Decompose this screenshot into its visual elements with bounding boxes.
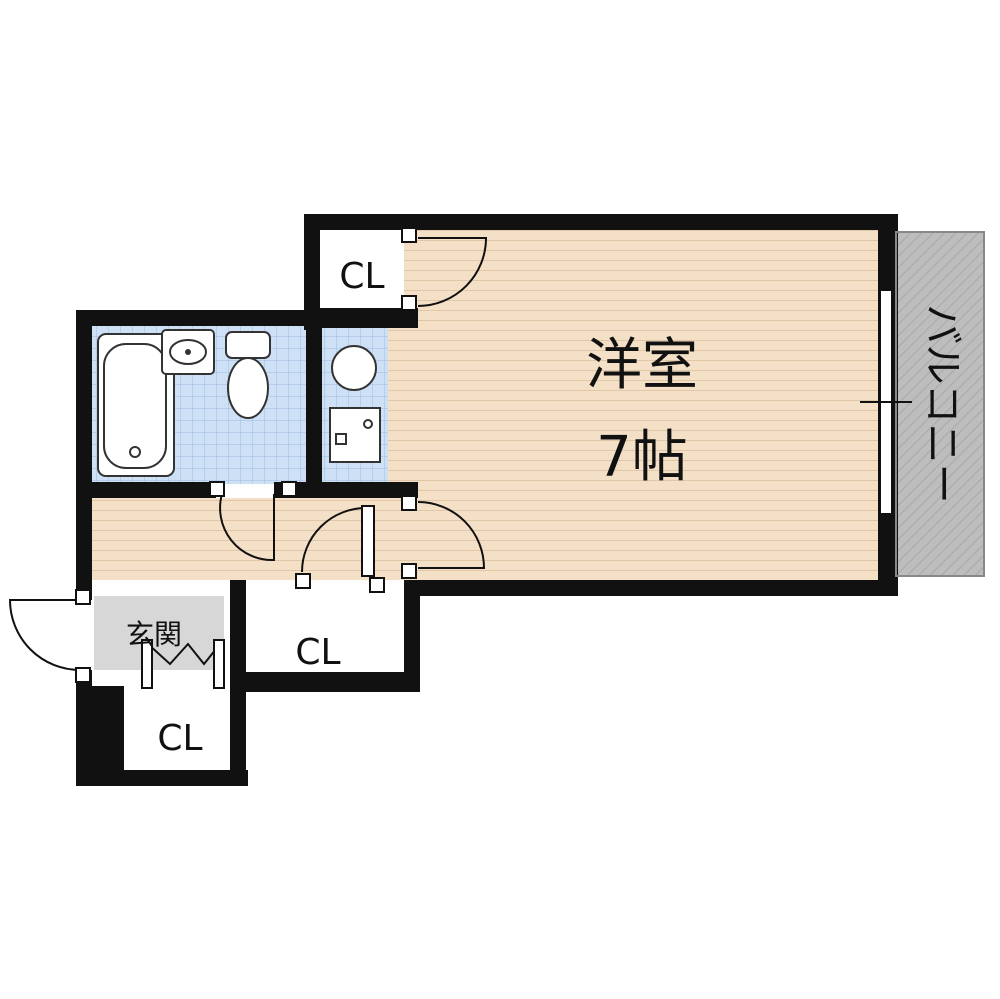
western-room-size: 7帖 [596,425,688,490]
toilet [225,331,271,419]
closet-top [320,230,404,310]
closet-top-label: CL [339,256,384,297]
bathtub [97,333,175,477]
balcony-floor [896,232,984,576]
hallway-floor [92,498,412,580]
closet-middle-label: CL [295,632,340,673]
balcony-label: バルコニー [919,304,965,503]
closet-bottom [140,686,230,770]
closet-middle [246,598,404,672]
bathroom-sink [161,329,215,375]
entrance-floor [94,596,224,670]
doors [8,227,488,689]
entrance-label: 玄関 [126,618,182,651]
closet-bottom-label: CL [157,718,202,759]
western-room-name: 洋室 [586,333,698,398]
balcony-outline [895,231,985,577]
wash-basin [329,345,381,463]
